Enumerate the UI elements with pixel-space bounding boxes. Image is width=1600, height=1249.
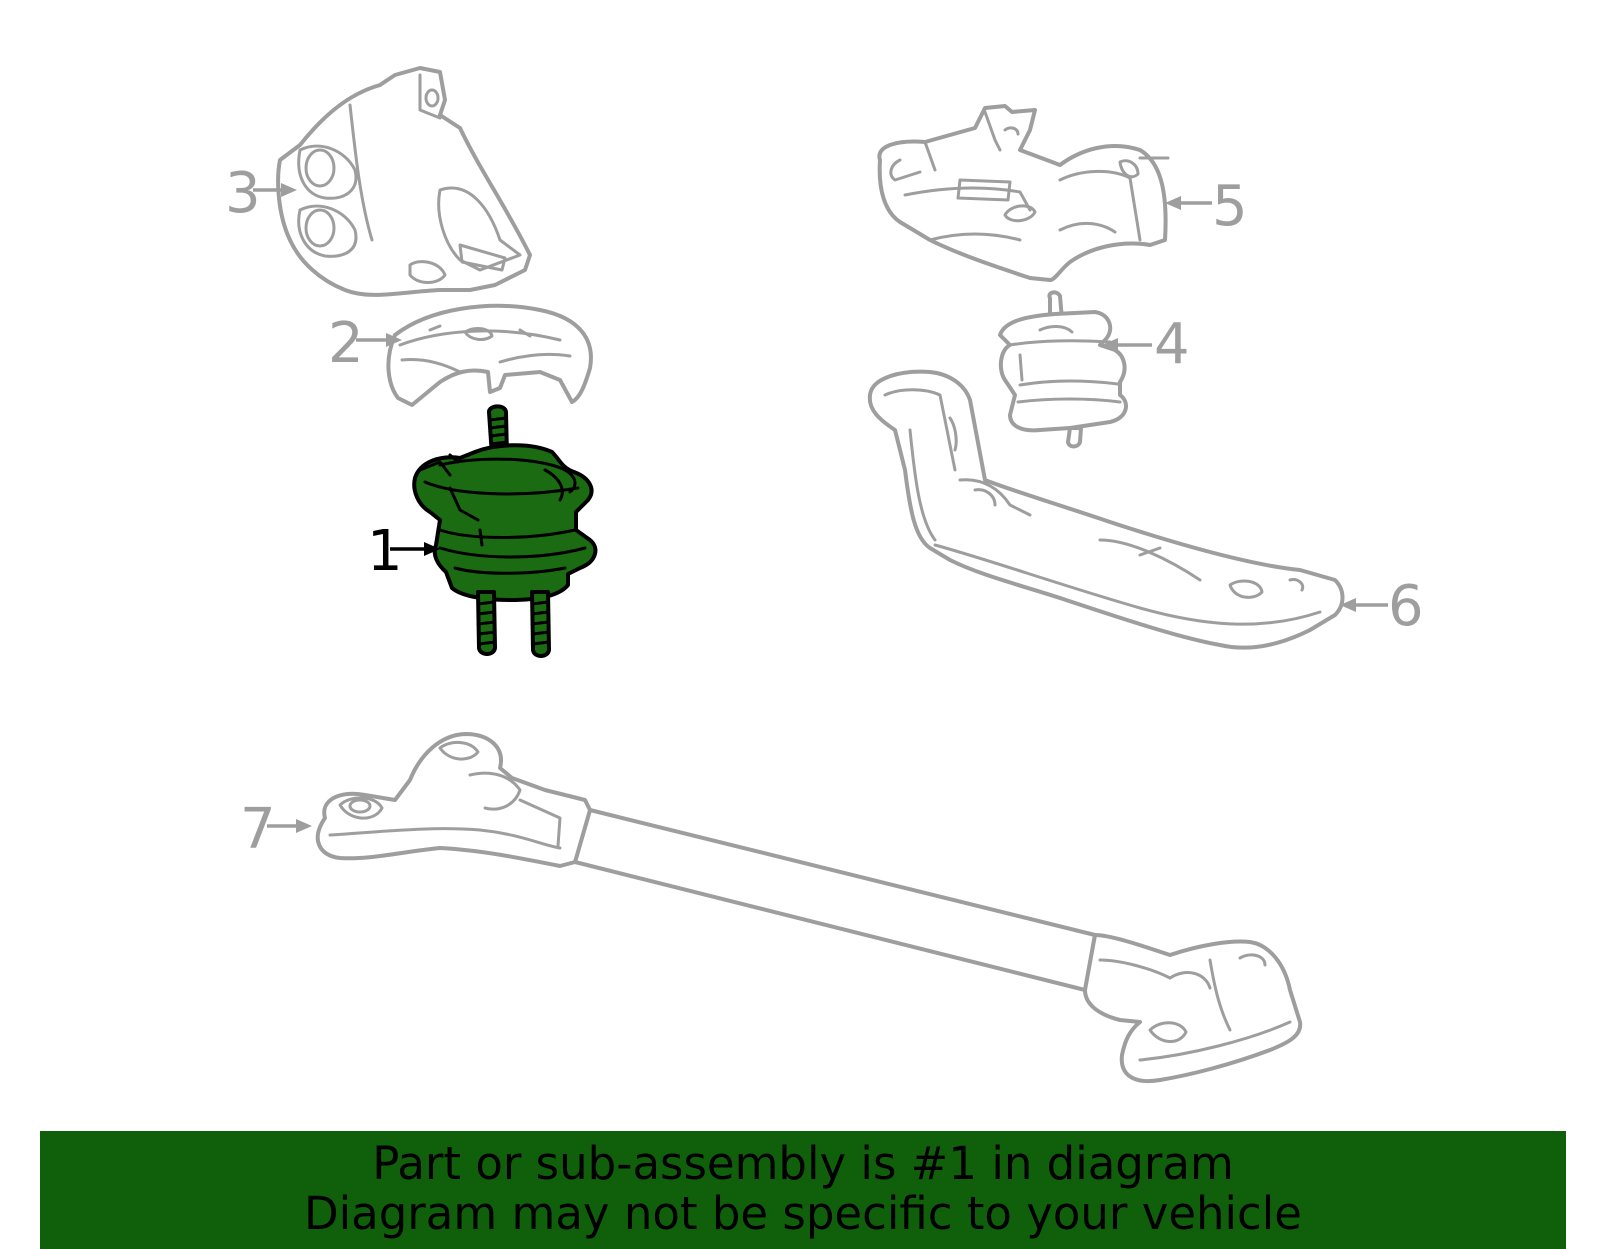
callout-4[interactable]: 4 — [1102, 312, 1190, 377]
arrowhead-7 — [296, 819, 312, 833]
callout-label-6: 6 — [1388, 574, 1424, 639]
part-4-mount[interactable] — [998, 290, 1128, 449]
arrowhead-3 — [281, 183, 297, 197]
part-1-engine-mount[interactable] — [412, 404, 598, 658]
info-banner: Part or sub-assembly is #1 in diagram Di… — [40, 1131, 1566, 1249]
callout-2[interactable]: 2 — [328, 311, 402, 376]
callout-1[interactable]: 1 — [367, 519, 440, 584]
callout-5[interactable]: 5 — [1165, 174, 1248, 239]
part-5-bracket[interactable] — [877, 104, 1170, 282]
callout-6[interactable]: 6 — [1340, 574, 1424, 639]
callout-3[interactable]: 3 — [225, 161, 297, 226]
callout-label-5: 5 — [1212, 174, 1248, 239]
arrowhead-6 — [1340, 598, 1356, 612]
arrowhead-5 — [1165, 196, 1181, 210]
part-7-crossbar[interactable] — [315, 732, 1303, 1084]
banner-line-disclaimer: Diagram may not be specific to your vehi… — [304, 1187, 1302, 1240]
callout-label-1: 1 — [367, 519, 403, 584]
part-6-crossmember[interactable] — [867, 369, 1345, 650]
callout-label-3: 3 — [225, 161, 261, 226]
banner-line-part-info: Part or sub-assembly is #1 in diagram — [372, 1137, 1234, 1190]
arrowhead-2 — [386, 333, 402, 347]
part-2-plate[interactable] — [386, 303, 593, 407]
part-3-bracket[interactable] — [276, 66, 532, 297]
callout-7[interactable]: 7 — [240, 797, 312, 862]
arrowhead-1 — [424, 542, 440, 556]
callout-label-7: 7 — [240, 797, 276, 862]
arrowhead-4 — [1102, 338, 1118, 352]
callout-label-2: 2 — [328, 311, 364, 376]
callout-label-4: 4 — [1154, 312, 1190, 377]
